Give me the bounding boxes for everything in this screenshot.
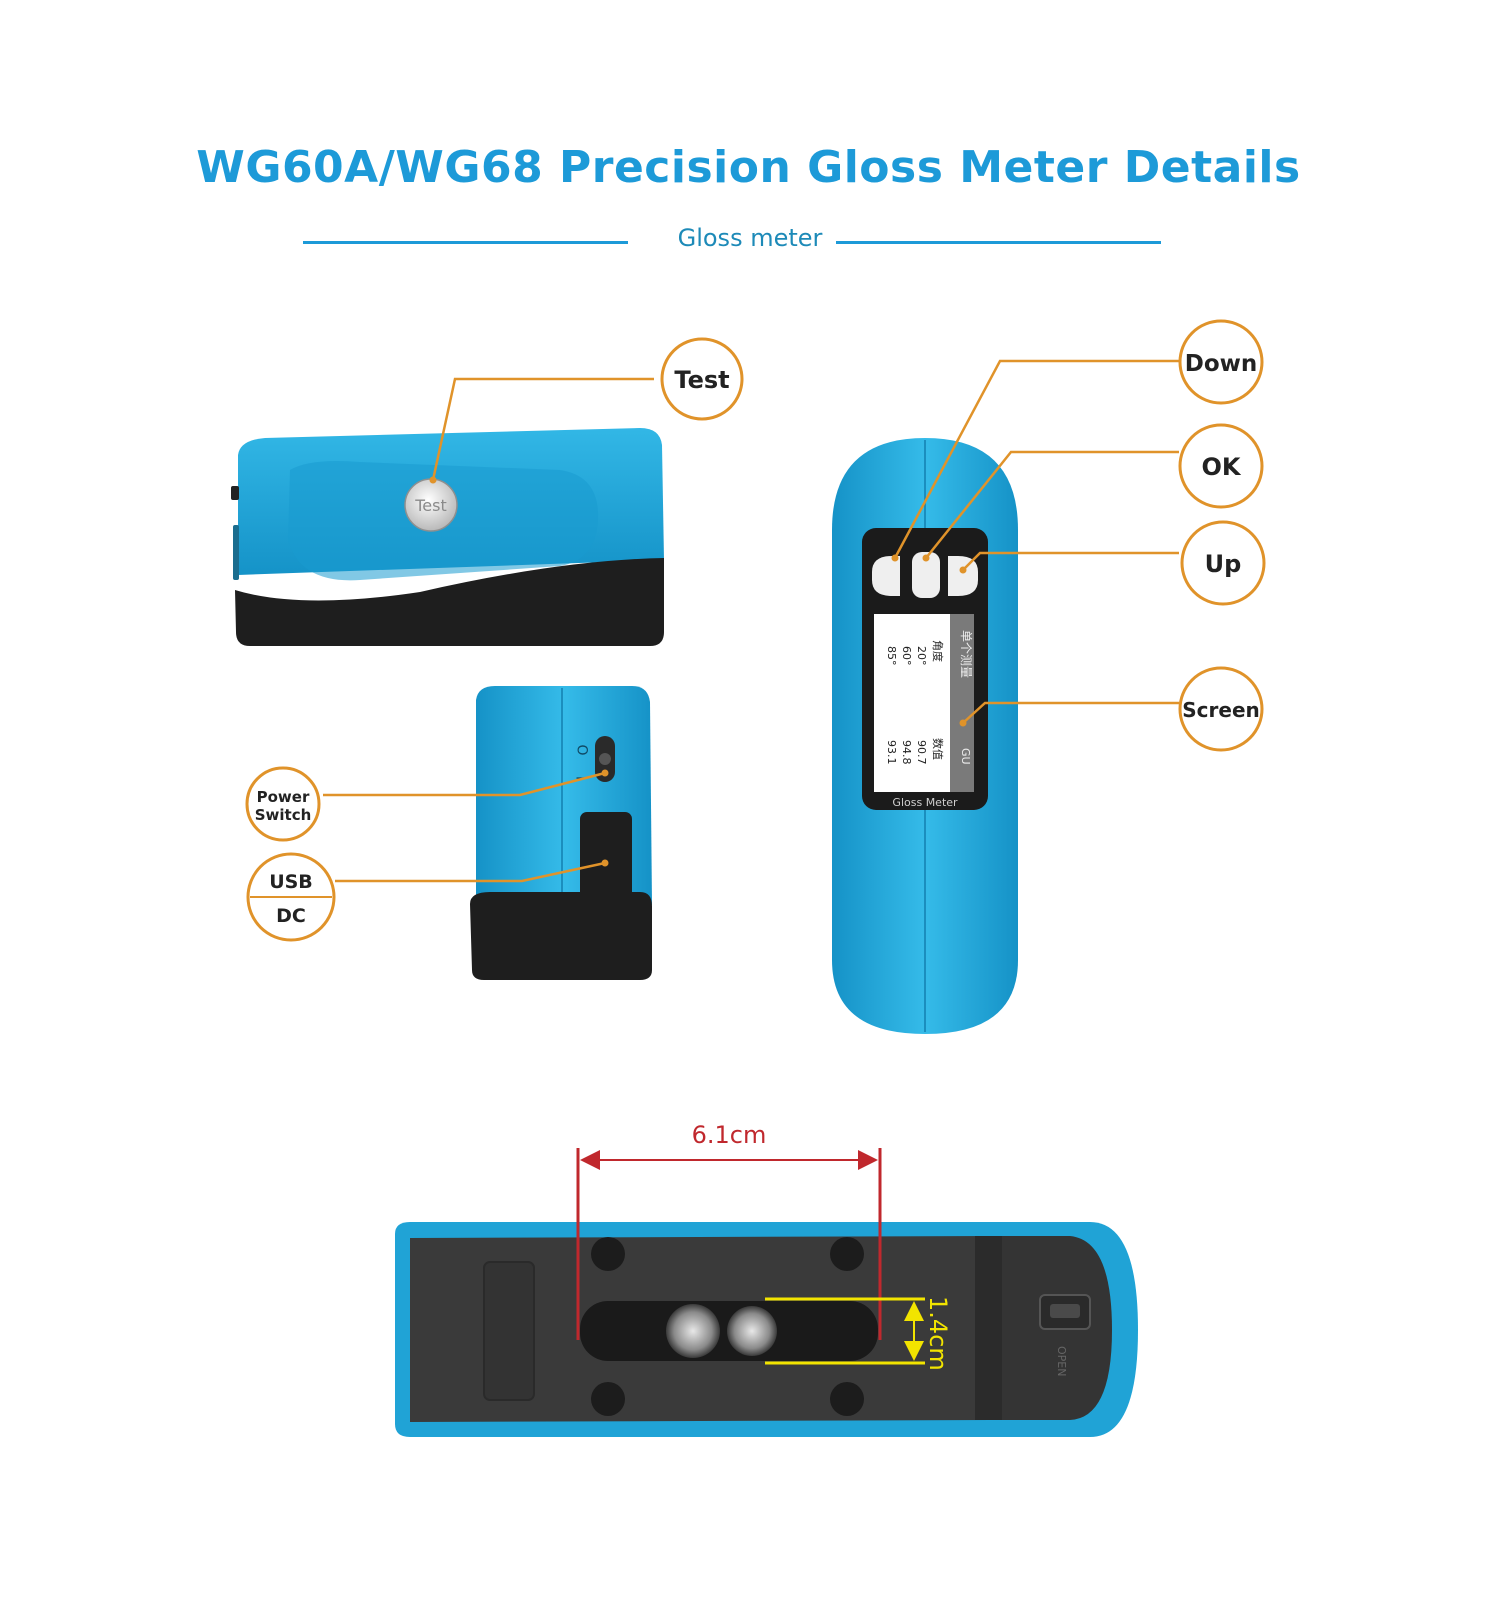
- callout-test-label: Test: [674, 366, 729, 394]
- callout-leaders: [323, 359, 1179, 883]
- optical-lens: [666, 1304, 720, 1358]
- ok-button[interactable]: [912, 552, 940, 598]
- subtitle-rule-left: [303, 241, 628, 244]
- callout-test: Test: [660, 337, 744, 421]
- optical-lens: [727, 1306, 777, 1356]
- device-front-view: 单个测量 GU 角度 数值 20° 90.7 60° 94.8 85° 93.1…: [832, 438, 1018, 1034]
- callout-dc-label: DC: [276, 905, 306, 927]
- up-button[interactable]: [948, 556, 978, 596]
- device-rear-view: O I: [470, 686, 652, 980]
- dimension-aperture-label: 1.4cm: [924, 1296, 952, 1371]
- dimension-aperture: 1.4cm: [765, 1296, 952, 1371]
- screen-row-value: 94.8: [900, 740, 913, 765]
- lcd-screen: 单个测量 GU 角度 数值 20° 90.7 60° 94.8 85° 93.1: [874, 614, 974, 792]
- dimension-width-label: 6.1cm: [692, 1121, 767, 1149]
- screen-unit: GU: [959, 748, 972, 765]
- callout-screen: Screen: [1178, 666, 1264, 752]
- callout-ok-label: OK: [1202, 453, 1242, 481]
- callout-screen-label: Screen: [1182, 698, 1260, 722]
- callout-up-label: Up: [1205, 550, 1242, 578]
- screen-row-angle: 20°: [915, 646, 928, 666]
- callout-usb-label: USB: [269, 871, 313, 893]
- callout-usb-dc: USB DC: [246, 852, 336, 942]
- screen-row-value: 93.1: [885, 740, 898, 765]
- cover-latch[interactable]: [1039, 1294, 1091, 1330]
- callout-power-label-2: Switch: [255, 806, 312, 824]
- callout-dots: [429, 476, 967, 867]
- down-button[interactable]: [872, 556, 900, 596]
- test-button[interactable]: Test: [404, 478, 458, 532]
- callout-down: Down: [1178, 319, 1264, 405]
- callout-down-label: Down: [1185, 351, 1258, 377]
- subtitle: Gloss meter: [677, 224, 823, 252]
- callout-power-label-1: Power: [257, 788, 310, 806]
- power-switch[interactable]: [595, 736, 615, 782]
- callout-up: Up: [1180, 520, 1266, 606]
- cover-open-label: OPEN: [1055, 1346, 1068, 1376]
- screen-col-angle: 角度: [931, 640, 945, 662]
- callout-ok: OK: [1178, 423, 1264, 509]
- device-bottom-view: OPEN: [395, 1222, 1138, 1437]
- dimension-width: 6.1cm: [576, 1121, 882, 1340]
- callout-power-switch: Power Switch: [245, 766, 321, 842]
- screen-row-value: 90.7: [915, 740, 928, 765]
- screen-row-angle: 60°: [900, 646, 913, 666]
- subtitle-rule-right: [836, 241, 1161, 244]
- screen-col-value: 数值: [931, 738, 944, 760]
- screen-row-angle: 85°: [885, 646, 898, 666]
- test-button-label: Test: [414, 496, 447, 515]
- switch-on-label: O: [576, 744, 592, 755]
- device-side-view: Test: [231, 428, 664, 646]
- brand-label: Gloss Meter: [892, 796, 958, 809]
- screen-header: 单个测量: [959, 630, 973, 678]
- page-title: WG60A/WG68 Precision Gloss Meter Details: [196, 142, 1301, 193]
